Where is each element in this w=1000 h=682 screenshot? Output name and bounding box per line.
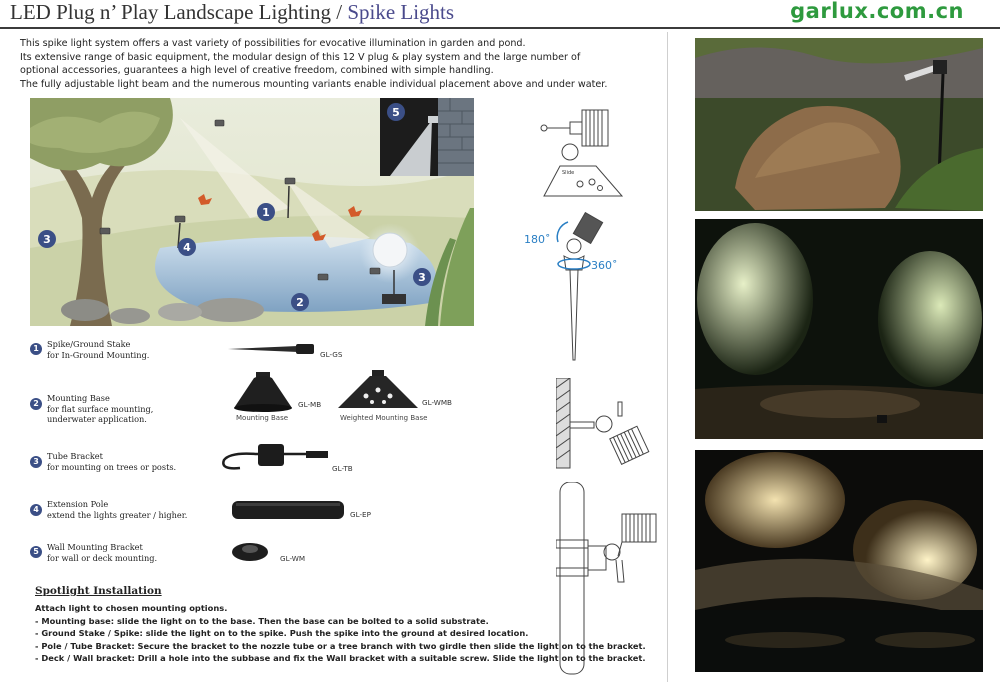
product-desc: for flat surface mounting,: [47, 403, 154, 414]
product-text: Wall Mounting Bracket for wall or deck m…: [47, 542, 157, 563]
brand-url[interactable]: garlux.com.cn: [790, 0, 964, 23]
product-row-extension-pole: 4 Extension Pole extend the lights great…: [30, 498, 500, 528]
product-desc: extend the lights greater / higher.: [47, 509, 188, 520]
product-number: 1: [30, 343, 42, 355]
product-desc: for mounting on trees or posts.: [47, 461, 177, 472]
scene-marker: 4: [183, 241, 191, 254]
page-title: LED Plug n’ Play Landscape Lighting / Sp…: [10, 0, 454, 25]
product-number: 5: [30, 546, 42, 558]
scene-marker: 2: [296, 296, 304, 309]
photo-night-rocks: [695, 450, 983, 672]
installation-line: - Deck / Wall bracket: Drill a hole into…: [35, 653, 646, 664]
tilt-angle-label: 180˚: [524, 233, 551, 246]
installation-section: Spotlight Installation Attach light to c…: [35, 585, 665, 665]
product-number: 4: [30, 504, 42, 516]
scene-marker: 3: [43, 233, 51, 246]
extension-pole-image: [232, 501, 344, 519]
header-rule: [0, 27, 1000, 29]
intro-line: This spike light system offers a vast va…: [20, 38, 526, 49]
product-row-wall-bracket: 5 Wall Mounting Bracket for wall or deck…: [30, 542, 500, 572]
installation-title: Spotlight Installation: [35, 585, 162, 597]
page-title-sub: Spike Lights: [347, 0, 455, 24]
product-text: Extension Pole extend the lights greater…: [47, 499, 187, 520]
column-divider: [667, 32, 668, 682]
product-number: 3: [30, 456, 42, 468]
product-code: GL-EP: [350, 510, 371, 519]
page-title-main: LED Plug n’ Play Landscape Lighting /: [10, 0, 348, 24]
product-desc: for wall or deck mounting.: [47, 552, 158, 563]
product-text: Tube Bracket for mounting on trees or po…: [47, 451, 176, 472]
product-title: Extension Pole: [47, 499, 109, 509]
spike-product-image: [228, 344, 314, 354]
intro-text: This spike light system offers a vast va…: [20, 37, 660, 91]
product-title: Wall Mounting Bracket: [47, 542, 143, 552]
product-row-mounting-base: 2 Mounting Base for flat surface mountin…: [30, 370, 500, 432]
product-text: Mounting Base for flat surface mounting,…: [47, 393, 153, 425]
product-title: Spike/Ground Stake: [47, 339, 131, 349]
tube-bracket-image: [222, 444, 328, 470]
mounting-base-image: [234, 372, 292, 412]
product-code: GL-TB: [332, 464, 353, 473]
rotate-angle-label: 360˚: [591, 259, 618, 272]
adjustable-spike-diagram: [556, 212, 604, 361]
installation-line: - Pole / Tube Bracket: Secure the bracke…: [35, 640, 646, 651]
product-row-tube-bracket: 3 Tube Bracket for mounting on trees or …: [30, 444, 500, 480]
tube-mount-diagram: [556, 482, 657, 675]
product-desc: underwater application.: [47, 414, 147, 424]
product-caption: Weighted Mounting Base: [340, 414, 428, 422]
product-code: GL-WM: [280, 554, 306, 563]
installation-line: - Mounting base: slide the light on to t…: [35, 615, 489, 626]
product-code: GL-WMB: [422, 398, 452, 407]
product-text: Spike/Ground Stake for In-Ground Mountin…: [47, 339, 149, 360]
intro-line: The fully adjustable light beam and the …: [20, 78, 608, 90]
product-title: Tube Bracket: [47, 451, 103, 461]
wall-bracket-image: [232, 543, 268, 561]
page-header: LED Plug n’ Play Landscape Lighting / Sp…: [0, 0, 1000, 29]
scene-marker: 1: [262, 206, 270, 219]
product-code: GL-MB: [298, 400, 322, 409]
product-desc: for In-Ground Mounting.: [47, 349, 150, 360]
slide-label: Slide: [562, 170, 574, 176]
product-row-spike: 1 Spike/Ground Stake for In-Ground Mount…: [30, 338, 500, 368]
light-on-base-diagram: Slide: [540, 109, 624, 197]
scene-marker: 5: [392, 106, 400, 119]
product-title: Mounting Base: [47, 393, 110, 403]
installation-line: - Ground Stake / Spike: slide the light …: [35, 628, 529, 639]
intro-line: Its extensive range of basic equipment, …: [20, 51, 581, 63]
wall-mount-diagram: [556, 378, 650, 469]
intro-line: optional accessories, guarantees a high …: [20, 65, 494, 77]
product-code: GL-GS: [320, 350, 343, 359]
scene-marker: 3: [418, 271, 426, 284]
product-number: 2: [30, 398, 42, 410]
photo-night-trees: [695, 219, 983, 439]
weighted-base-image: [338, 370, 418, 408]
installation-line: Attach light to chosen mounting options.: [35, 603, 228, 613]
product-caption: Mounting Base: [236, 414, 289, 422]
photo-rock-spotlight: [695, 38, 983, 211]
wall-mount-inset: 5: [380, 98, 474, 176]
